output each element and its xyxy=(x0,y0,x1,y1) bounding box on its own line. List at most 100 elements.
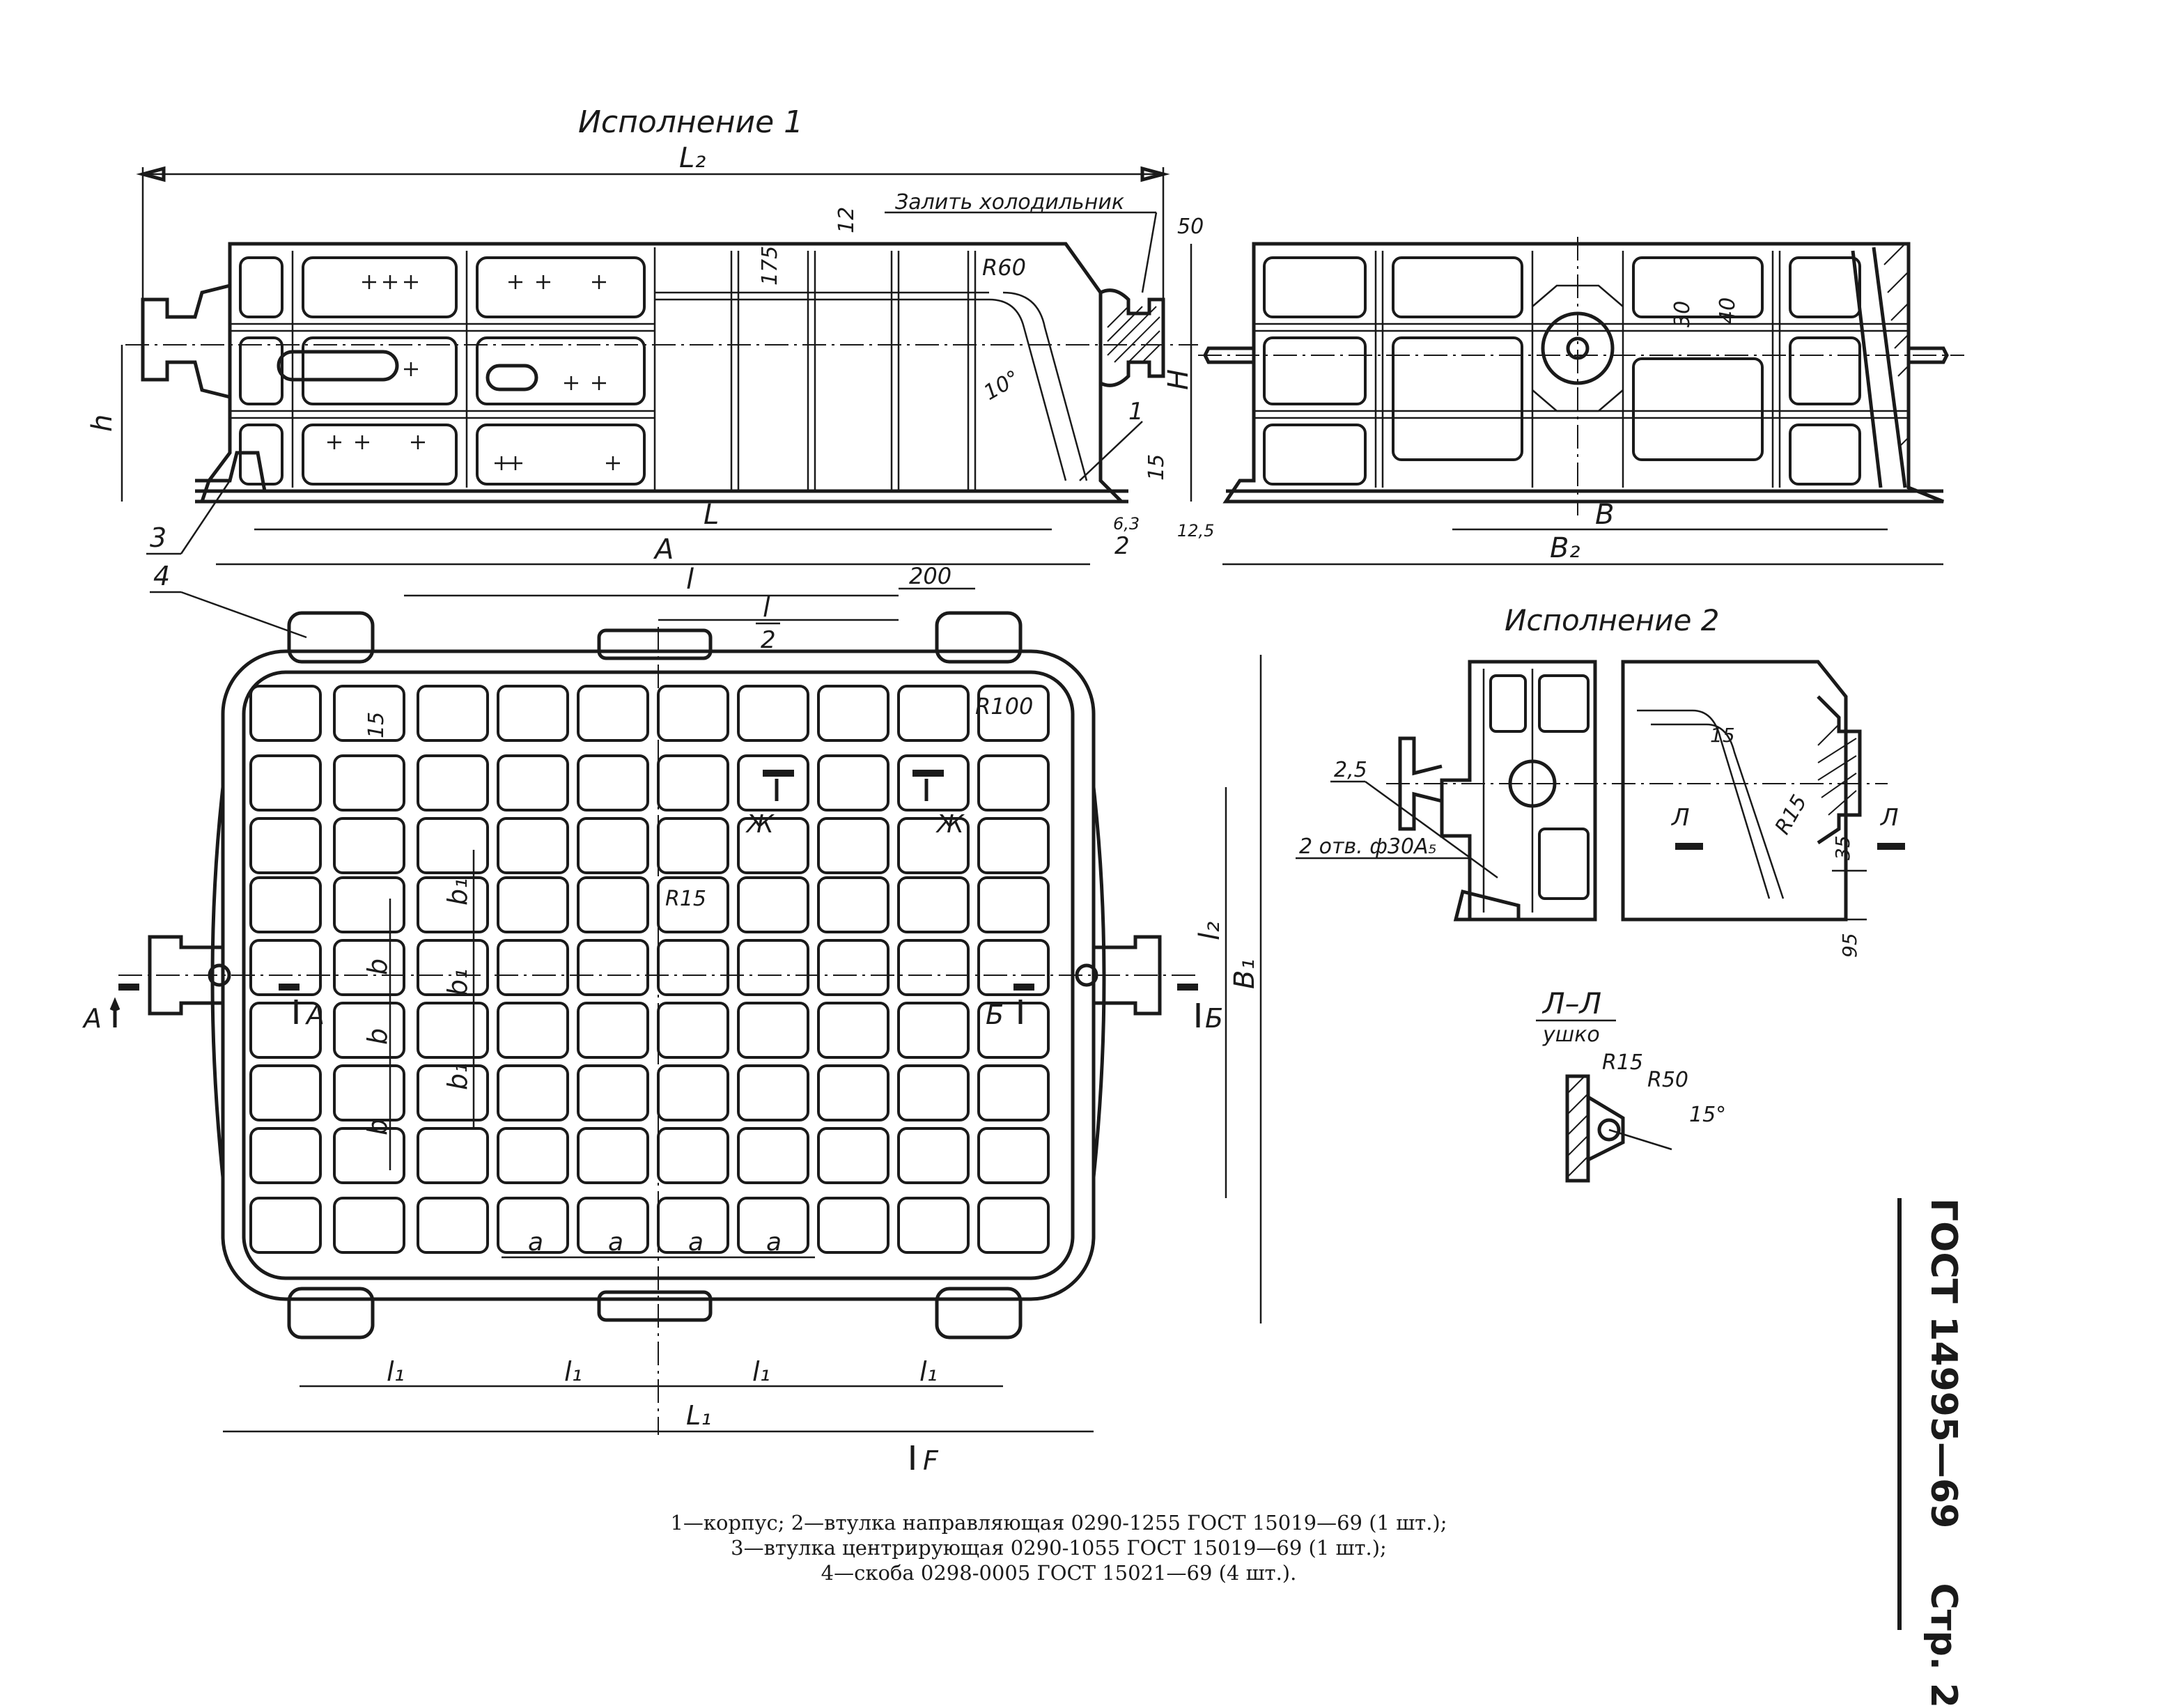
grid-cell xyxy=(417,1064,489,1121)
grid-cell xyxy=(817,817,889,874)
grid-cell xyxy=(577,939,649,996)
grid-cell xyxy=(817,1002,889,1059)
variant2-title: Исполнение 2 xyxy=(1505,603,1719,637)
grid-cell xyxy=(977,1197,1050,1254)
svg-text:6,3: 6,3 xyxy=(1113,514,1140,534)
grid-cell xyxy=(497,939,569,996)
svg-text:b₁: b₁ xyxy=(442,969,473,996)
grid-cell xyxy=(657,1064,729,1121)
grid-cell xyxy=(497,685,569,742)
grid-cell xyxy=(657,817,729,874)
grid-cell xyxy=(333,1197,405,1254)
grid-cell xyxy=(577,754,649,812)
svg-text:12: 12 xyxy=(834,207,859,233)
svg-text:Б: Б xyxy=(986,1000,1004,1030)
section-ll-subtitle: ушко xyxy=(1542,1023,1600,1047)
grid-cell xyxy=(249,1064,322,1121)
plan-view-dimensions: l l 2 200 l₁ l₁ l₁ l₁ L₁ B₁ l₂ b b b b₁ … xyxy=(150,561,1262,1433)
side-view-dimensions: B B₂ 30 40 xyxy=(1222,297,1943,566)
svg-text:R60: R60 xyxy=(982,254,1026,281)
grid-cell xyxy=(817,754,889,812)
legend: 1—корпус; 2—втулка направляющая 0290-125… xyxy=(536,1510,1581,1585)
grid-cell xyxy=(333,817,405,874)
plan-view xyxy=(118,611,1198,1435)
svg-text:l: l xyxy=(686,564,694,596)
grid-cell xyxy=(977,754,1050,812)
grid-cell xyxy=(737,876,809,933)
svg-text:15: 15 xyxy=(1144,454,1169,481)
standard-title-block: ГОСТ 14995—69 Стр. 2 xyxy=(1897,1198,1964,1708)
grid-cell xyxy=(333,754,405,812)
svg-text:2 отв. ф30A₅: 2 отв. ф30A₅ xyxy=(1299,834,1437,859)
grid-cell xyxy=(737,1002,809,1059)
svg-text:B: B xyxy=(1595,499,1614,531)
svg-text:H: H xyxy=(1163,369,1195,390)
section-ll-view: R15 R50 15° xyxy=(1565,1050,1726,1183)
svg-text:Ж: Ж xyxy=(935,810,965,839)
item-1: 1 xyxy=(1128,398,1144,426)
variant2-view xyxy=(1386,660,1888,922)
section-ll-title: Л–Л xyxy=(1541,986,1601,1020)
side-view xyxy=(1198,237,1964,515)
grid-cell xyxy=(737,817,809,874)
standard-code: ГОСТ 14995—69 xyxy=(1922,1198,1964,1529)
svg-text:b₁: b₁ xyxy=(442,878,473,906)
grid-cell xyxy=(577,817,649,874)
svg-text:a: a xyxy=(528,1228,543,1257)
legend-line: 1—корпус; 2—втулка направляющая 0290-125… xyxy=(670,1511,1447,1535)
grid-cell xyxy=(249,1127,322,1184)
svg-text:50: 50 xyxy=(1177,215,1204,239)
svg-text:15°: 15° xyxy=(1689,1103,1726,1127)
svg-text:15: 15 xyxy=(1710,724,1735,747)
svg-text:l₁: l₁ xyxy=(919,1356,938,1387)
variant2-dimensions: 2,5 2 отв. ф30A₅ 15 R15 35 95 Л Л xyxy=(1296,724,1905,958)
grid-cell xyxy=(497,1002,569,1059)
svg-text:b: b xyxy=(362,958,393,975)
grid-cell xyxy=(417,876,489,933)
svg-text:a: a xyxy=(688,1228,704,1257)
grid-cell xyxy=(897,939,970,996)
grid-cell xyxy=(333,939,405,996)
grid-cell xyxy=(657,685,729,742)
grid-cell xyxy=(737,685,809,742)
grid-cell xyxy=(497,1197,569,1254)
svg-text:B₁: B₁ xyxy=(1229,959,1261,989)
grid-cell xyxy=(417,1002,489,1059)
grid-cell xyxy=(497,876,569,933)
grid-cell xyxy=(737,1127,809,1184)
grid-cell xyxy=(977,939,1050,996)
front-view-dimensions: L₂ L A h H Залить холодильник 50 12 175 … xyxy=(86,142,1214,566)
svg-text:12,5: 12,5 xyxy=(1177,521,1214,541)
item-4: 4 xyxy=(153,561,170,591)
svg-text:175: 175 xyxy=(758,246,782,286)
grid-cell xyxy=(249,876,322,933)
grid-cell xyxy=(817,685,889,742)
section-marks: А А Б Б Ж Ж F xyxy=(81,770,1223,1476)
svg-text:l: l xyxy=(763,592,770,623)
grid-cell xyxy=(977,876,1050,933)
svg-text:Л: Л xyxy=(1670,804,1690,832)
grid-cell xyxy=(577,685,649,742)
svg-text:10°: 10° xyxy=(980,366,1025,405)
grid-cell xyxy=(737,1197,809,1254)
svg-text:Л: Л xyxy=(1879,804,1899,832)
grid-cell xyxy=(497,754,569,812)
grid-cell xyxy=(249,1197,322,1254)
grid-cell xyxy=(657,939,729,996)
grid-cell xyxy=(737,939,809,996)
grid-cell xyxy=(249,685,322,742)
svg-text:2: 2 xyxy=(761,626,776,654)
svg-text:L: L xyxy=(704,499,719,531)
grid-cell xyxy=(817,1127,889,1184)
svg-text:R100: R100 xyxy=(975,693,1033,720)
svg-text:30: 30 xyxy=(1670,301,1695,327)
svg-text:h: h xyxy=(86,414,118,432)
grid-cell xyxy=(897,1002,970,1059)
svg-text:200: 200 xyxy=(909,563,951,589)
svg-text:Ж: Ж xyxy=(745,810,775,839)
svg-text:2,5: 2,5 xyxy=(1334,758,1367,782)
svg-text:R15: R15 xyxy=(1771,791,1812,839)
grid-cell xyxy=(249,1002,322,1059)
grid-cell xyxy=(977,1127,1050,1184)
